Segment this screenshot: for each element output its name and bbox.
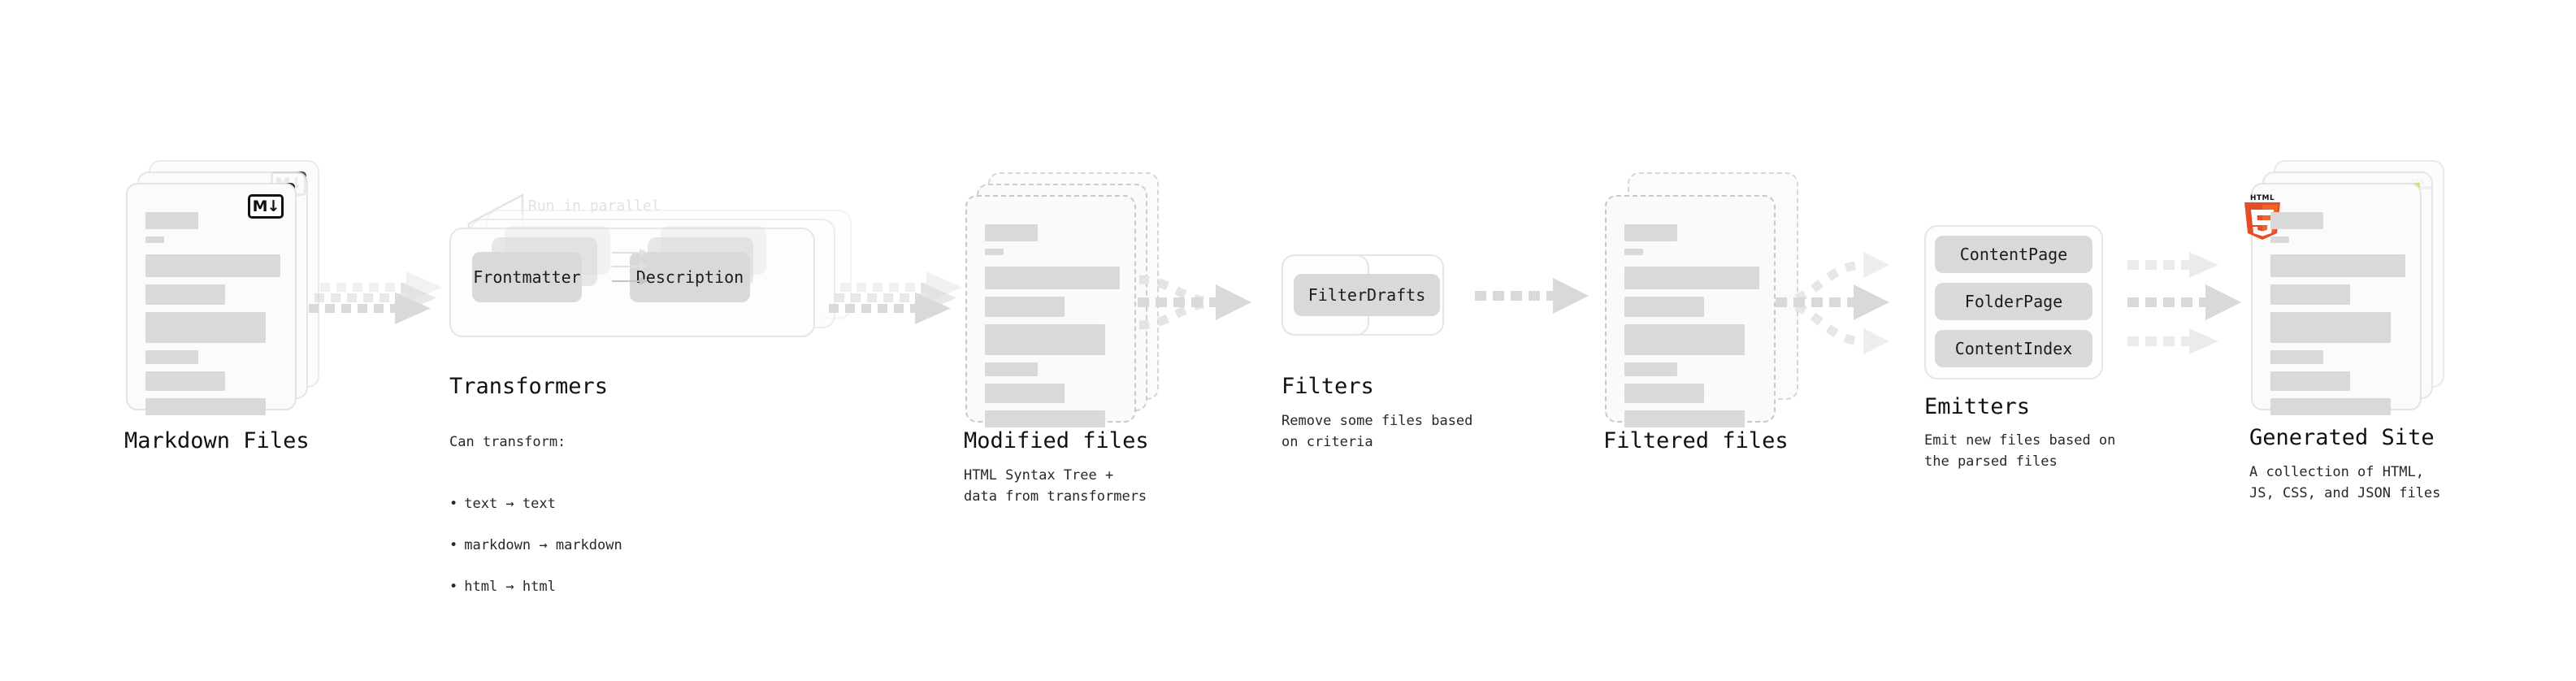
file-placeholder-bars: [2270, 212, 2405, 423]
stage-modified-files: [965, 172, 1177, 439]
label-modified-files: Modified files: [964, 428, 1149, 453]
stage-generated-site: CSS HTML: [2244, 160, 2462, 427]
placeholder-bar: [1624, 410, 1745, 427]
desc-generated-site: A collection of HTML, JS, CSS, and JSON …: [2249, 464, 2441, 501]
transformer-internal-arrows: [612, 249, 648, 285]
placeholder-bar: [1624, 249, 1643, 255]
arrow-transformers-to-modified: [829, 271, 962, 324]
placeholder-bar: [1624, 224, 1677, 241]
emitter-pill-folderpage[interactable]: FolderPage: [1935, 283, 2092, 320]
placeholder-bar: [985, 384, 1065, 403]
placeholder-bar: [985, 297, 1065, 317]
placeholder-bar: [1624, 384, 1704, 403]
placeholder-bar: [2270, 284, 2350, 305]
list-item: markdown → markdown: [449, 536, 622, 557]
desc-transformers: Can transform: text → text markdown → ma…: [449, 411, 622, 640]
label-filters: Filters: [1281, 374, 1374, 399]
placeholder-bar: [1624, 267, 1759, 289]
placeholder-bar: [985, 267, 1120, 289]
emitter-pill-contentpage[interactable]: ContentPage: [1935, 236, 2092, 273]
placeholder-bar: [145, 212, 198, 229]
placeholder-bar: [145, 254, 280, 277]
label-generated-site: Generated Site: [2249, 425, 2435, 450]
stage-filtered-files: [1605, 172, 1816, 439]
label-transformers: Transformers: [449, 374, 609, 399]
file-placeholder-bars: [985, 224, 1120, 435]
placeholder-bar: [145, 312, 266, 343]
label-markdown-files: Markdown Files: [124, 428, 310, 453]
placeholder-bar: [985, 224, 1038, 241]
emitter-pill-contentindex[interactable]: ContentIndex: [1935, 330, 2092, 367]
placeholder-bar: [2270, 398, 2391, 415]
placeholder-bar: [2270, 212, 2323, 229]
generated-file-card-front: HTML: [2244, 183, 2422, 415]
placeholder-bar: [145, 350, 198, 364]
placeholder-bar: [145, 371, 225, 391]
transformer-pill-description[interactable]: Description: [630, 252, 750, 302]
placeholder-bar: [145, 284, 225, 305]
placeholder-bar: [2270, 350, 2323, 364]
markdown-file-card-front: M↓: [126, 183, 297, 415]
placeholder-bar: [145, 236, 164, 243]
placeholder-bar: [1624, 362, 1677, 376]
placeholder-bar: [985, 324, 1105, 355]
label-run-in-parallel: Run in parallel: [528, 197, 661, 215]
markdown-badge-icon: M↓: [248, 194, 284, 219]
arrow-markdown-to-transformers: [309, 271, 442, 324]
placeholder-bar: [2270, 312, 2391, 343]
filtered-file-card-front: [1605, 195, 1776, 427]
arrow-modified-to-filters-merge: [1138, 275, 1251, 330]
placeholder-bar: [985, 410, 1105, 427]
desc-transformers-heading: Can transform:: [449, 433, 566, 450]
placeholder-bar: [2270, 254, 2405, 277]
file-placeholder-bars: [145, 212, 280, 423]
modified-file-card-front: [965, 195, 1136, 427]
desc-filters: Remove some files based on criteria: [1281, 413, 1473, 450]
placeholder-bar: [985, 362, 1038, 376]
arrow-emitters-to-generated: [2127, 252, 2241, 354]
placeholder-bar: [985, 249, 1004, 255]
filter-pill-filterdrafts[interactable]: FilterDrafts: [1294, 274, 1440, 316]
arrow-filters-to-filtered: [1475, 278, 1589, 314]
transformer-pill-frontmatter[interactable]: Frontmatter: [472, 252, 582, 302]
stage-markdown-files: M↓ M↓ M↓: [126, 160, 337, 427]
placeholder-bar: [2270, 371, 2350, 391]
label-emitters: Emitters: [1924, 394, 2031, 419]
placeholder-bar: [1624, 324, 1745, 355]
list-item: html → html: [449, 577, 622, 598]
placeholder-bar: [145, 398, 266, 415]
html5-badge-icon: HTML: [2241, 194, 2283, 241]
desc-emitters: Emit new files based on the parsed files: [1924, 432, 2116, 470]
list-item: text → text: [449, 494, 622, 515]
label-filtered-files: Filtered files: [1603, 428, 1789, 453]
placeholder-bar: [1624, 297, 1704, 317]
placeholder-bar: [2270, 236, 2289, 243]
transformers-bullet-list: text → text markdown → markdown html → h…: [449, 474, 622, 619]
file-placeholder-bars: [1624, 224, 1759, 435]
desc-modified-files: HTML Syntax Tree + data from transformer…: [964, 467, 1147, 505]
arrow-filtered-to-emitters-split: [1776, 252, 1889, 354]
